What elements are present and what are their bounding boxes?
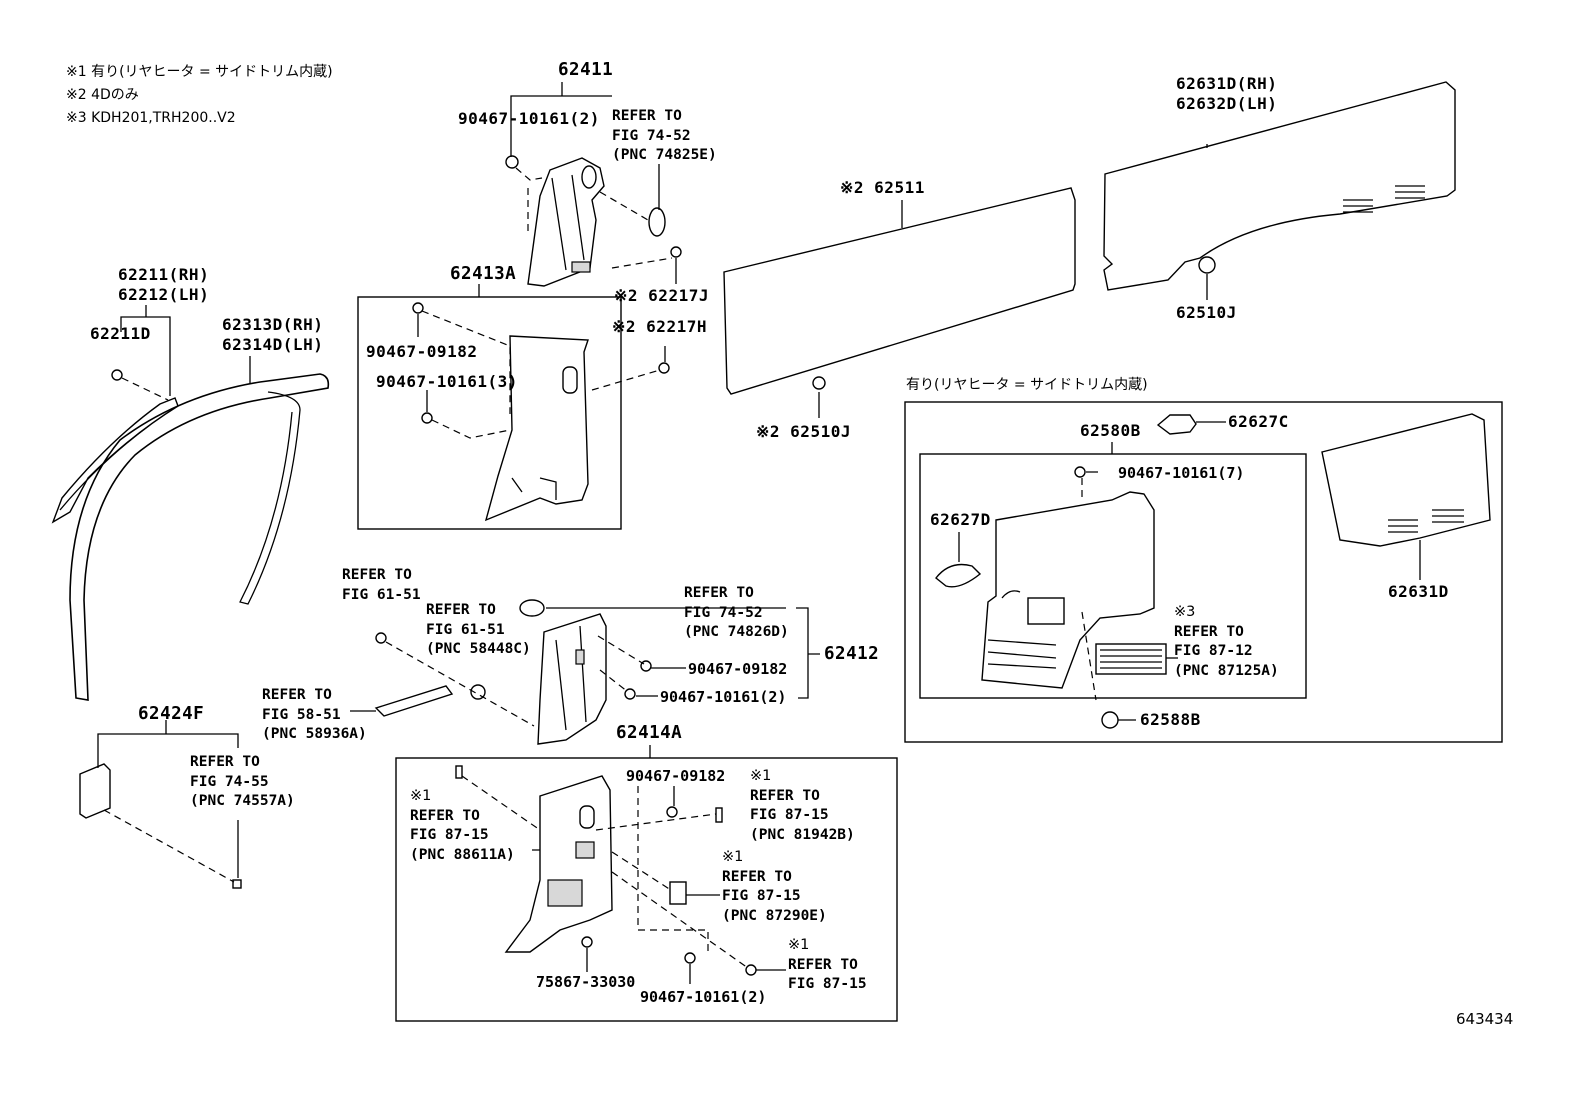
part-62631d: 62631D bbox=[1388, 582, 1449, 601]
part-90467-09182-right: 90467-09182 bbox=[688, 660, 788, 678]
part-62588b: 62588B bbox=[1140, 710, 1201, 729]
note-3: ※3 KDH201,TRH200..V2 bbox=[66, 110, 236, 126]
cover-62627c bbox=[1156, 414, 1197, 435]
part-62412: 62412 bbox=[824, 644, 880, 664]
part-62631d-rh: 62631D(RH) bbox=[1176, 74, 1278, 93]
lower-trim-62414a bbox=[455, 765, 757, 976]
part-90467-10161-2-bottom: 90467-10161(2) bbox=[640, 988, 767, 1006]
part-75867-33030: 75867-33030 bbox=[536, 973, 636, 991]
panel-62631d-upper bbox=[1103, 81, 1456, 291]
grille-87125a bbox=[1095, 643, 1167, 675]
part-62217j: ※2 62217J bbox=[614, 286, 709, 305]
part-62580b: 62580B bbox=[1080, 421, 1141, 440]
side-trim-62580b bbox=[981, 466, 1155, 729]
note-1: ※1 有り(リヤヒータ = サイドトリム内蔵) bbox=[66, 64, 333, 80]
part-62211d: 62211D bbox=[90, 324, 151, 343]
part-62413a: 62413A bbox=[450, 264, 517, 284]
box-62414a bbox=[395, 757, 898, 1022]
upper-pillar-trim-62411 bbox=[505, 155, 682, 287]
weatherstrip bbox=[69, 373, 330, 701]
part-62510j-right: 62510J bbox=[1176, 303, 1237, 322]
part-62511: ※2 62511 bbox=[840, 178, 925, 197]
panel-62631d-lower bbox=[1321, 413, 1491, 547]
part-90467-10161-7: 90467-10161(7) bbox=[1118, 464, 1245, 482]
part-62217h: ※2 62217H bbox=[612, 317, 707, 336]
box-62413a bbox=[357, 296, 622, 530]
box-62580b bbox=[919, 453, 1307, 699]
part-90467-09182-mid: 90467-09182 bbox=[366, 342, 478, 361]
part-90467-10161-3: 90467-10161(3) bbox=[376, 372, 518, 391]
diagram-id: 643434 bbox=[1456, 1010, 1514, 1028]
part-62510j-left: ※2 62510J bbox=[756, 422, 851, 441]
pillar-trim-62412 bbox=[374, 599, 652, 745]
clip-62211d bbox=[111, 369, 169, 401]
part-62414a: 62414A bbox=[616, 723, 683, 743]
bracket-62424f bbox=[79, 763, 242, 889]
part-62632d-lh: 62632D(LH) bbox=[1176, 94, 1278, 113]
part-62424f: 62424F bbox=[138, 704, 205, 724]
part-62212-lh: 62212(LH) bbox=[118, 285, 210, 304]
box-rear-heater bbox=[904, 401, 1503, 743]
part-90467-10161-2-top: 90467-10161(2) bbox=[458, 109, 600, 128]
part-62211-rh: 62211(RH) bbox=[118, 265, 210, 284]
part-90467-09182-bottom: 90467-09182 bbox=[626, 767, 726, 785]
duct-62627d bbox=[935, 563, 982, 588]
note-2: ※2 4Dのみ bbox=[66, 87, 139, 103]
panel-62511 bbox=[723, 187, 1076, 395]
part-62313d-rh: 62313D(RH) bbox=[222, 315, 324, 334]
part-90467-10161-2-right: 90467-10161(2) bbox=[660, 688, 787, 706]
part-62314d-lh: 62314D(LH) bbox=[222, 335, 324, 354]
part-62627c: 62627C bbox=[1228, 412, 1289, 431]
quarter-trim-62413a bbox=[412, 302, 670, 522]
part-62411: 62411 bbox=[558, 60, 614, 80]
part-62627d: 62627D bbox=[930, 510, 991, 529]
heater-box-title: 有り(リヤヒータ = サイドトリム内蔵) bbox=[906, 377, 1148, 393]
